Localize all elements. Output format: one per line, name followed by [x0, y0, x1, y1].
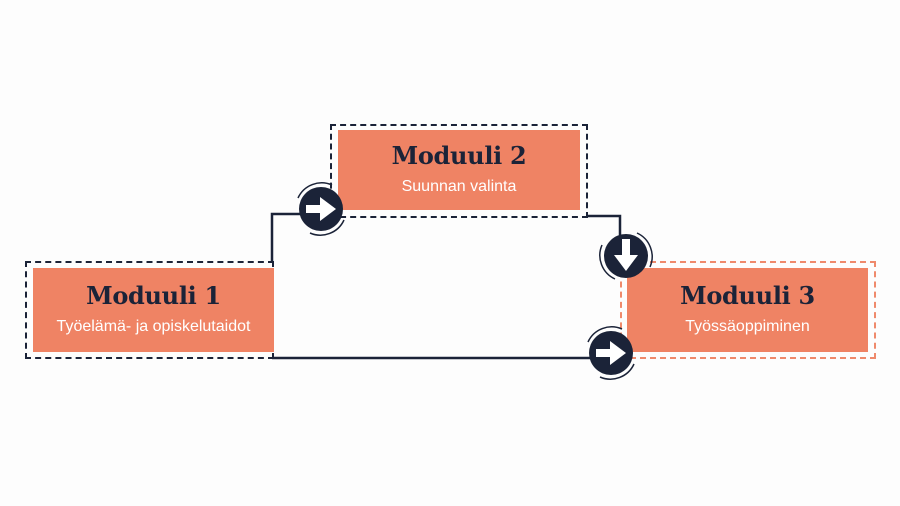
module-3-box: Moduuli 3 Työssäoppiminen	[627, 268, 868, 352]
module-3-title: Moduuli 3	[680, 281, 815, 310]
module-1-subtitle: Työelämä- ja opiskelutaidot	[56, 318, 251, 335]
arrow-right-icon	[587, 326, 635, 380]
connector-m2-to-m3	[588, 214, 622, 236]
arrow-right-icon	[297, 182, 345, 236]
module-2-subtitle: Suunnan valinta	[401, 178, 517, 195]
arrow-down-icon	[599, 232, 653, 280]
module-3-subtitle: Työssäoppiminen	[685, 318, 810, 335]
connector-m1-to-m2	[270, 212, 300, 262]
module-3-outline	[620, 261, 876, 359]
module-1-title: Moduuli 1	[86, 281, 221, 310]
module-2-outline	[330, 124, 588, 218]
module-2-box: Moduuli 2 Suunnan valinta	[338, 130, 580, 210]
module-1-box: Moduuli 1 Työelämä- ja opiskelutaidot	[33, 268, 274, 352]
module-2-title: Moduuli 2	[391, 141, 527, 170]
